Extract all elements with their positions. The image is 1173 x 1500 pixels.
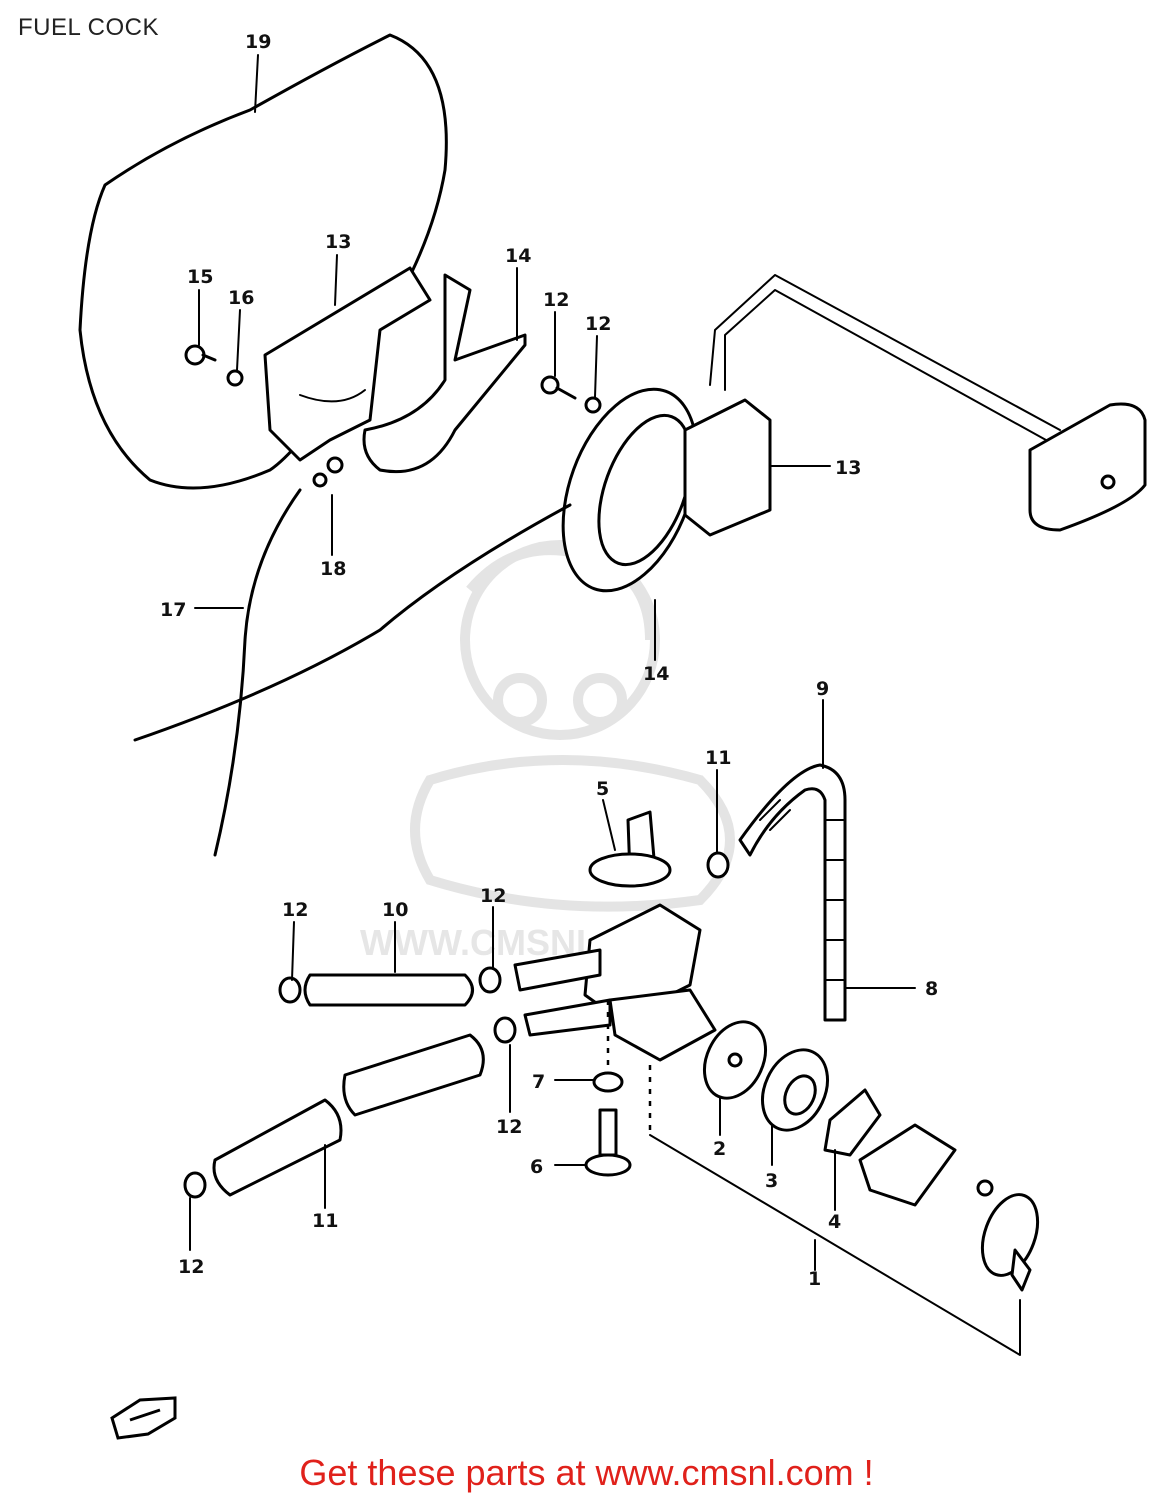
part-3-gasket — [761, 1048, 829, 1132]
part-1-bracket-line — [649, 1134, 1021, 1356]
callout-label: 15 — [187, 266, 213, 288]
callout-label: 12 — [496, 1116, 522, 1138]
callout-label: 9 — [816, 678, 829, 700]
part-2-disc — [703, 1020, 767, 1100]
leader-lines — [189, 54, 916, 1271]
part-5-lever — [588, 810, 672, 888]
callout-label: 12 — [585, 313, 611, 335]
watermark-logo — [410, 540, 735, 912]
callout-label: 3 — [765, 1170, 778, 1192]
callout-label: 5 — [596, 778, 609, 800]
callout-label: 14 — [505, 245, 531, 267]
callout-label: 12 — [178, 1256, 204, 1278]
callout-label: 13 — [835, 457, 861, 479]
footer-parts-link[interactable]: Get these parts at www.cmsnl.com ! — [299, 1452, 874, 1493]
part-14-gasket-ring — [561, 387, 699, 593]
part-1-fuel-cock-body — [513, 903, 717, 1062]
part-22-clamp — [312, 472, 328, 488]
callout-label: 2 — [713, 1138, 726, 1160]
page-title: FUEL COCK — [18, 14, 159, 41]
callout-label: 7 — [532, 1071, 545, 1093]
callout-label: 19 — [245, 31, 271, 53]
part-4-o-ring — [823, 1088, 882, 1157]
part-10-hose — [303, 973, 474, 1007]
front-arrow-icon — [110, 1396, 177, 1440]
callout-label: 8 — [925, 978, 938, 1000]
callout-label: 4 — [828, 1211, 841, 1233]
callout-labels: 19 13 14 15 16 12 12 13 18 17 14 9 11 5 … — [160, 31, 938, 1290]
part-21-hose-b — [133, 503, 572, 742]
part-9-corrugated-hose — [738, 763, 847, 1022]
part-18-cushion — [362, 273, 527, 474]
callout-label: 11 — [312, 1210, 338, 1232]
callout-label: 10 — [382, 899, 408, 921]
callout-label: 12 — [282, 899, 308, 921]
part-20-washer — [226, 369, 244, 387]
part-17-bracket — [263, 266, 432, 462]
watermark: WWW.CMSNL.COM — [360, 540, 735, 963]
callout-label: 18 — [320, 558, 346, 580]
part-11-hose — [212, 1033, 485, 1197]
part-7-washer — [592, 1071, 624, 1093]
callout-label: 11 — [705, 747, 731, 769]
callout-label: 6 — [530, 1156, 543, 1178]
part-15-bolt — [540, 375, 577, 400]
screw — [976, 1179, 994, 1197]
part-19-bolt — [184, 344, 217, 366]
part-21-hose-a — [213, 488, 302, 857]
part-6-screw — [584, 1108, 632, 1177]
callout-label: 12 — [543, 289, 569, 311]
callout-label: 14 — [643, 663, 669, 685]
cover-plate — [858, 1123, 957, 1207]
part-13-fuel-sender — [683, 274, 1147, 537]
callout-label: 1 — [808, 1268, 821, 1290]
part-23-shield — [78, 33, 448, 490]
lever-plate — [980, 1193, 1040, 1292]
callout-label: 16 — [228, 287, 254, 309]
part-16-washer — [584, 396, 602, 414]
callout-label: 12 — [480, 885, 506, 907]
callout-label: 13 — [325, 231, 351, 253]
callout-label: 17 — [160, 599, 186, 621]
